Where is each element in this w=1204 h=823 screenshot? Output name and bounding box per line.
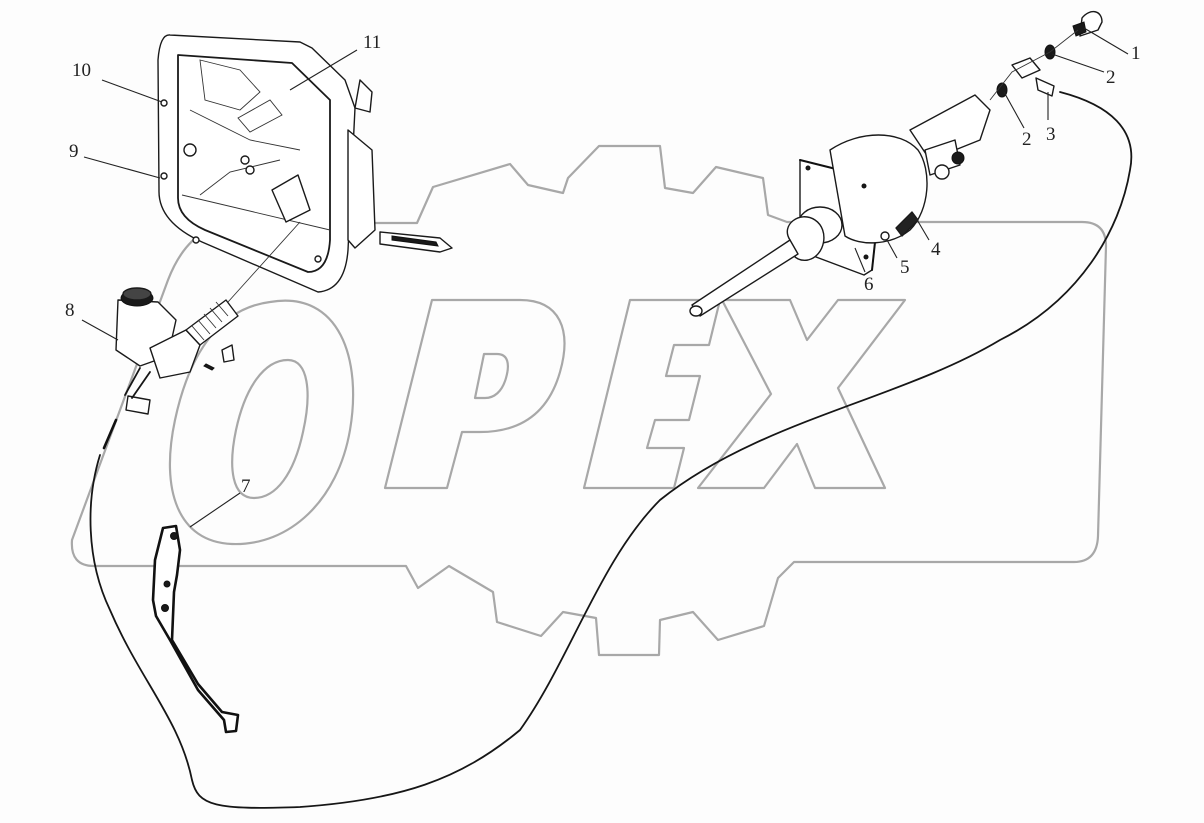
- watermark-letter-p: [383, 298, 566, 490]
- callout-2a: 2: [1106, 67, 1116, 88]
- watermark-letter-e: [582, 298, 722, 490]
- watermark-letter-p-inner: [473, 352, 509, 400]
- watermark-letter-o-inner: [231, 358, 309, 500]
- callout-1: 1: [1131, 43, 1141, 64]
- watermark-letter-x: [696, 298, 907, 490]
- callout-5: 5: [900, 257, 910, 278]
- callout-2b: 2: [1022, 129, 1032, 150]
- pedal-lever: [151, 524, 240, 734]
- pedal-bracket-assembly: [157, 34, 453, 293]
- callout-3: 3: [1046, 124, 1056, 145]
- hydraulic-hose: [89, 91, 1133, 809]
- callout-6: 6: [864, 274, 874, 295]
- gear-outline-icon: [70, 144, 1108, 657]
- master-cylinder-assembly: [102, 221, 301, 450]
- callout-8: 8: [65, 300, 75, 321]
- callout-4: 4: [931, 239, 941, 260]
- callout-leaders: [81, 27, 1129, 528]
- callout-9: 9: [69, 141, 79, 162]
- callout-10: 10: [72, 60, 91, 81]
- callout-11: 11: [363, 32, 382, 53]
- clutch-booster-assembly: [689, 94, 991, 317]
- callout-7: 7: [241, 476, 251, 497]
- fitting-parts: [989, 11, 1103, 101]
